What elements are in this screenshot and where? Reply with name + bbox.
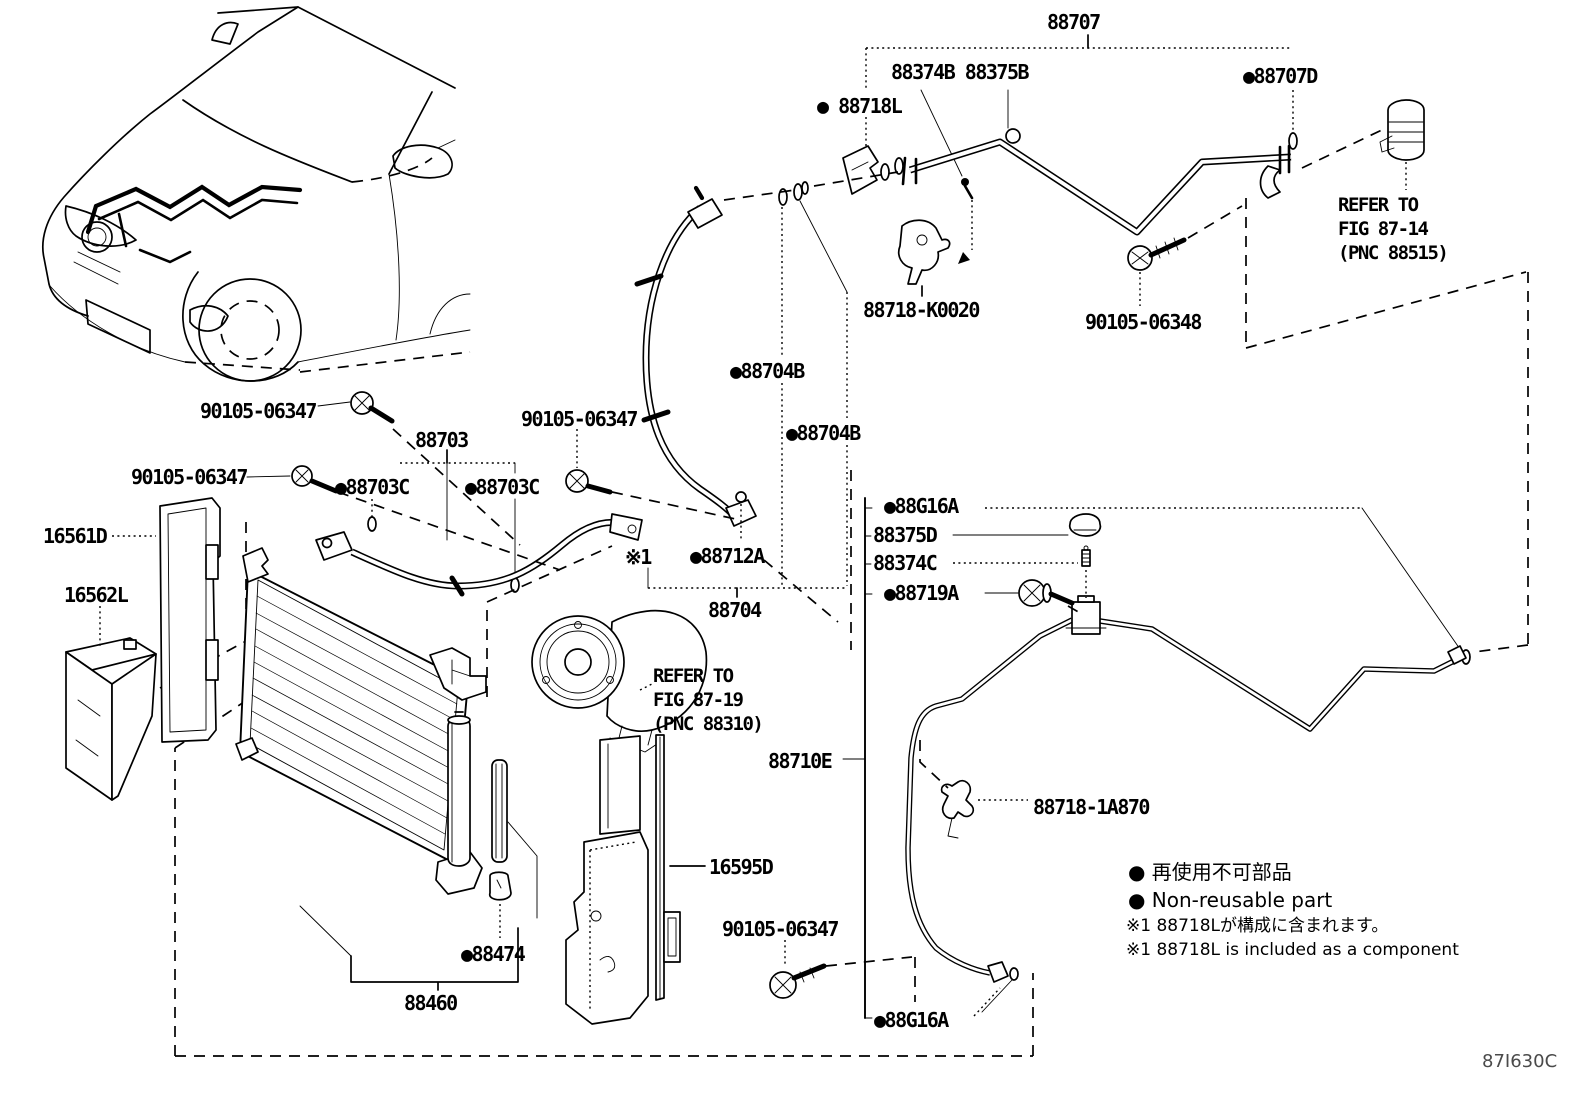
label-88g16a-2: ●88G16A <box>874 1008 949 1032</box>
label-90105-06347-4: 90105-06347 <box>722 917 839 941</box>
label-88374b-88375b: 88374B 88375B <box>891 60 1030 84</box>
side-seal-parts <box>65 497 221 801</box>
label-88703c-1: ●88703C <box>335 475 410 499</box>
label-90105-06348: 90105-06348 <box>1085 310 1202 334</box>
ref-fig-87-14: REFER TO FIG 87-14 (PNC 88515) <box>1338 194 1449 264</box>
condenser <box>235 547 538 991</box>
air-guide <box>565 734 706 1025</box>
label-88719a: ●88719A <box>884 581 959 605</box>
label-88703c-2: ●88703C <box>465 475 540 499</box>
label-88707d: ●88707D <box>1243 64 1318 88</box>
compressor-hose <box>246 391 741 597</box>
label-88374c: 88374C <box>873 551 938 575</box>
label-90105-06347-3: 90105-06347 <box>521 407 638 431</box>
compressor <box>531 609 708 753</box>
label-88375d: 88375D <box>873 523 938 547</box>
label-88718-k0020: 88718-K0020 <box>863 298 980 322</box>
legend-non-reusable-en: ● Non-reusable part <box>1128 888 1333 912</box>
car-sketch <box>41 6 471 382</box>
label-88718l: ● 88718L <box>817 94 903 118</box>
label-88g16a-1: ●88G16A <box>884 494 959 518</box>
construction-lines <box>159 198 1529 1057</box>
note-component-en: ※1 88718L is included as a component <box>1126 940 1459 960</box>
label-88704: 88704 <box>708 598 762 622</box>
suction-hose <box>634 183 848 598</box>
label-88474: ●88474 <box>461 942 526 966</box>
label-88707: 88707 <box>1047 10 1101 34</box>
figure-code: 87I630C <box>1482 1051 1558 1072</box>
label-88460: 88460 <box>404 991 458 1015</box>
label-88704b-2: ●88704B <box>786 421 861 445</box>
label-88703: 88703 <box>415 428 469 452</box>
discharge-pipe-assembly <box>723 34 1425 306</box>
label-88718-1a870: 88718-1A870 <box>1033 795 1150 819</box>
label-90105-06347-2: 90105-06347 <box>131 465 248 489</box>
note-component-jp: ※1 88718Lが構成に含まれます。 <box>1126 916 1389 936</box>
label-90105-06347-1: 90105-06347 <box>200 399 317 423</box>
label-16562l: 16562L <box>64 583 129 607</box>
legend-non-reusable-jp: ● 再使用不可部品 <box>1128 860 1292 884</box>
liquid-pipe-group <box>769 497 1471 1019</box>
label-88712a: ●88712A <box>690 544 765 568</box>
label-16561d: 16561D <box>43 524 108 548</box>
label-88710e: 88710E <box>768 749 833 773</box>
label-16595d: 16595D <box>709 855 774 879</box>
label-88704b-1: ●88704B <box>730 359 805 383</box>
ref-fig-87-19: REFER TO FIG 87-19 (PNC 88310) <box>653 665 764 735</box>
label-note-ref-mid: ※1 <box>625 545 652 569</box>
